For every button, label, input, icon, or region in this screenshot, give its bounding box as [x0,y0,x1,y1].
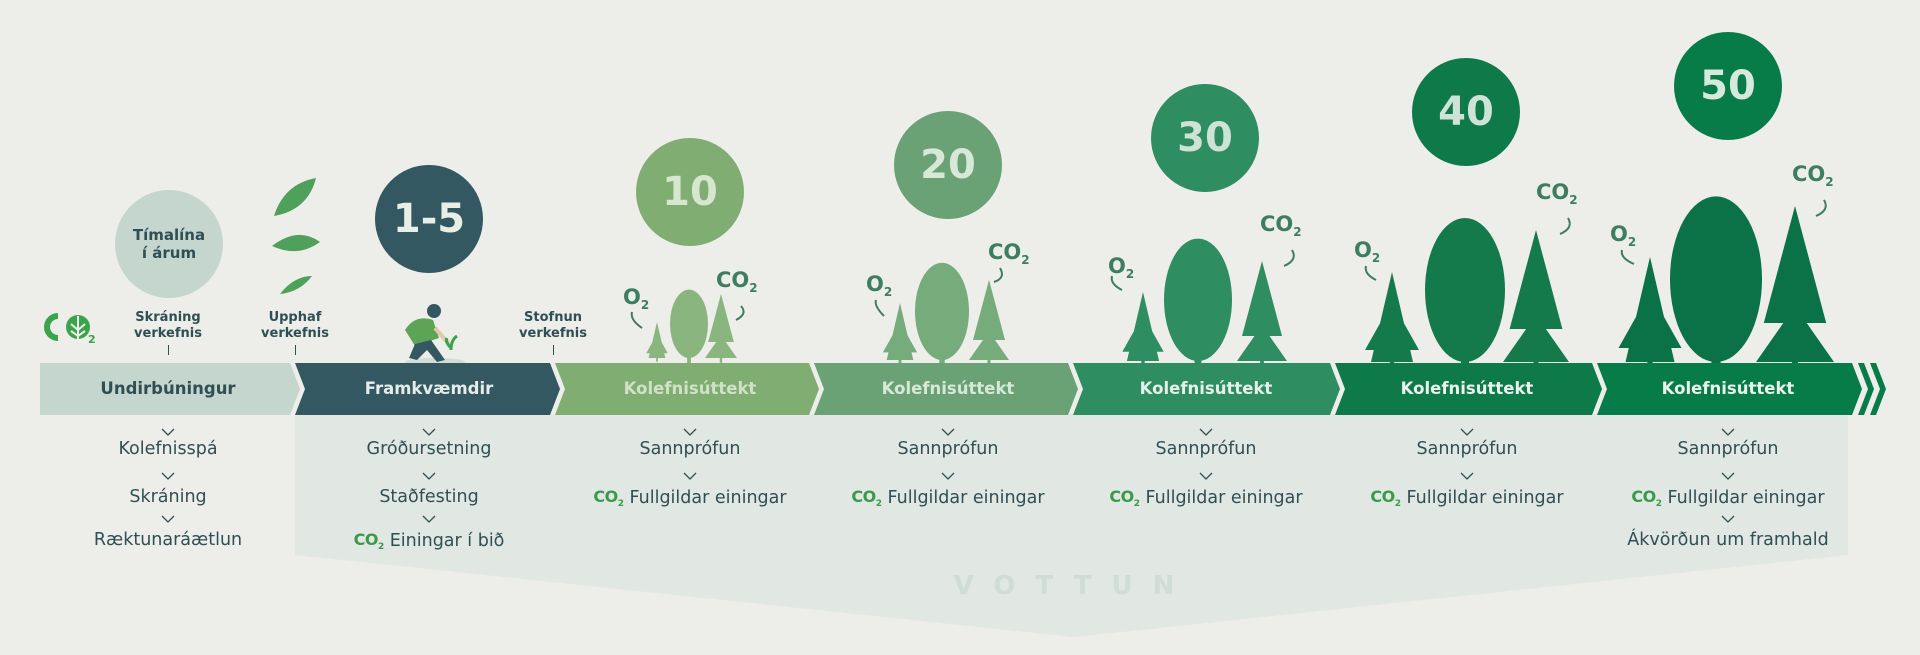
segment-kolefnisuttekt-50 [1597,363,1862,415]
chevron-down-icon [1199,472,1213,480]
segment-label: Kolefnisúttekt [1661,379,1795,398]
step-item: Staðfesting [379,487,479,507]
end-arrow-2 [1870,363,1886,415]
step-item: Gróðursetning [366,439,492,459]
year-circle-10: 10 [636,138,744,246]
chevron-down-icon [161,515,175,523]
step-item: CO2 Einingar í bið [353,530,505,553]
year-circle-20: 20 [894,111,1002,219]
co2-badge-icon: CO2 [353,530,385,553]
chevron-down-icon [683,472,697,480]
co2-badge-icon: CO2 [593,487,624,510]
timeline-line2: í árum [141,244,197,262]
step-item: CO2 Fullgildar einingar [1631,487,1825,510]
segment-kolefnisuttekt-20 [814,363,1078,415]
step-item: CO2 Fullgildar einingar [1109,487,1303,510]
chevron-down-icon [161,428,175,436]
year-circle-50: 50 [1674,32,1782,140]
chevron-down-icon [941,472,955,480]
co2-badge-icon: CO2 [1631,487,1662,510]
tick [168,345,169,355]
co2-label: CO2 [1260,212,1302,240]
o2-label: O2 [1354,238,1381,266]
o2-label: O2 [1610,222,1637,250]
timeline-line1: Tímalína [132,226,206,244]
o2-label: O2 [1108,254,1135,282]
chevron-down-icon [422,472,436,480]
co2-badge-icon: CO2 [851,487,882,510]
segment-kolefnisuttekt-10 [555,363,819,415]
co2-logo-icon: 2 [40,310,100,348]
segment-framkvaemdir [295,363,560,415]
svg-text:2: 2 [88,333,96,344]
step-item: Sannprófun [1677,439,1779,459]
chevron-down-icon [941,428,955,436]
segment-label: Undirbúningur [100,379,236,398]
segment-undirbuningur [40,363,300,415]
segment-kolefnisuttekt-30 [1073,363,1340,415]
segment-label: Kolefnisúttekt [623,379,757,398]
tick [295,345,296,355]
step-item: Sannprófun [1155,439,1257,459]
segment-label: Kolefnisúttekt [1139,379,1273,398]
year-circle-30: 30 [1151,84,1259,192]
vottun-label: VOTTUN [953,571,1195,601]
end-arrow-1 [1858,363,1874,415]
year-circle-40: 40 [1412,58,1520,166]
chevron-down-icon [1721,515,1735,523]
co2-badge-icon: CO2 [1370,487,1401,510]
step-item: Sannprófun [897,439,999,459]
step-item: Sannprófun [639,439,741,459]
chevron-down-icon [1721,428,1735,436]
co2-label: CO2 [1536,180,1578,208]
chevron-down-icon [1721,472,1735,480]
tick [553,345,554,355]
co2-label: CO2 [716,268,758,296]
chevron-down-icon [422,428,436,436]
segment-label: Framkvæmdir [364,379,494,398]
co2-label: CO2 [988,240,1030,268]
planter-illustration [385,300,475,370]
chevron-down-icon [1460,472,1474,480]
step-item: Ákvörðun um framhald [1627,530,1829,550]
chevron-down-icon [1199,428,1213,436]
o2-label: O2 [866,272,893,300]
chevron-down-icon [683,428,697,436]
step-item: Kolefnisspá [118,439,218,459]
step-item: CO2 Fullgildar einingar [593,487,787,510]
co2-label: CO2 [1792,162,1834,190]
chevron-down-icon [1460,428,1474,436]
segment-label: Kolefnisúttekt [1400,379,1534,398]
year-circle-1-5: 1-5 [375,165,483,273]
co2-badge-icon: CO2 [1109,487,1140,510]
step-item: CO2 Fullgildar einingar [851,487,1045,510]
chevron-down-icon [161,472,175,480]
step-item: CO2 Fullgildar einingar [1370,487,1564,510]
o2-label: O2 [623,285,650,313]
segment-label: Kolefnisúttekt [881,379,1015,398]
step-item: Skráning [129,487,207,507]
step-item: Ræktunaráætlun [93,530,243,550]
step-item: Sannprófun [1416,439,1518,459]
leaves-icon [268,176,324,300]
chevron-down-icon [422,515,436,523]
timeline-circle: Tímalína í árum [115,190,223,298]
segment-kolefnisuttekt-40 [1335,363,1602,415]
